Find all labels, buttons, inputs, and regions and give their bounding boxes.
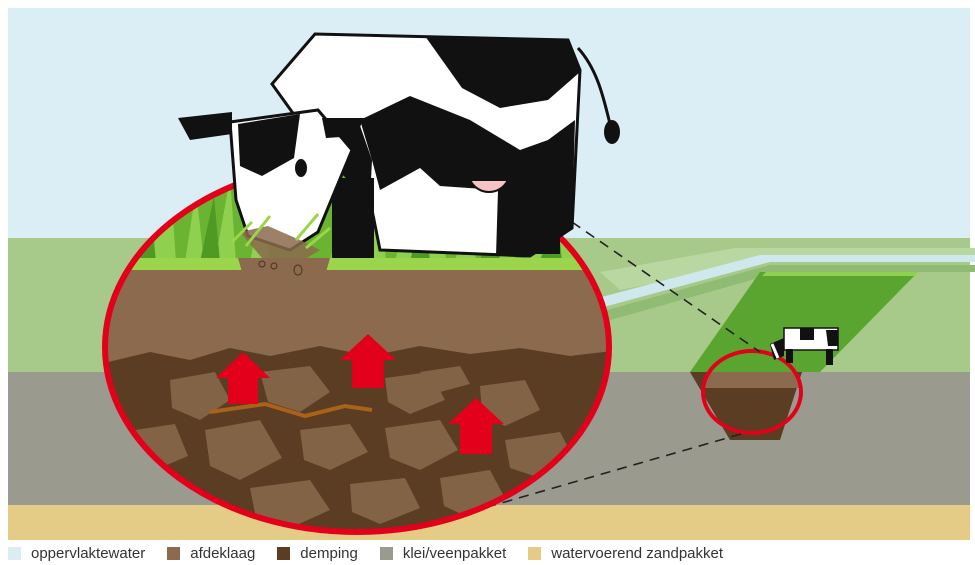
legend-swatch-aquifer: [528, 547, 541, 560]
legend-item-clay-peat: klei/veenpakket: [380, 545, 506, 562]
ground-cross-section-diagram: [0, 0, 975, 540]
legend-label-fill: demping: [300, 545, 358, 562]
grass-strip-edge: [762, 272, 918, 276]
legend: oppervlaktewater afdeklaag demping klei/…: [8, 542, 745, 564]
legend-label-clay-peat: klei/veenpakket: [403, 545, 506, 562]
legend-swatch-fill: [277, 547, 290, 560]
legend-item-aquifer: watervoerend zandpakket: [528, 545, 723, 562]
legend-item-surface-water: oppervlaktewater: [8, 545, 145, 562]
legend-swatch-surface-water: [8, 547, 21, 560]
legend-label-aquifer: watervoerend zandpakket: [551, 545, 723, 562]
grass-top-band: [100, 258, 620, 272]
legend-swatch-cover-layer: [167, 547, 180, 560]
legend-item-fill: demping: [277, 545, 358, 562]
legend-label-cover-layer: afdeklaag: [190, 545, 255, 562]
legend-label-surface-water: oppervlaktewater: [31, 545, 145, 562]
sand-aquifer-layer: [8, 505, 970, 540]
legend-item-cover-layer: afdeklaag: [167, 545, 255, 562]
legend-swatch-clay-peat: [380, 547, 393, 560]
